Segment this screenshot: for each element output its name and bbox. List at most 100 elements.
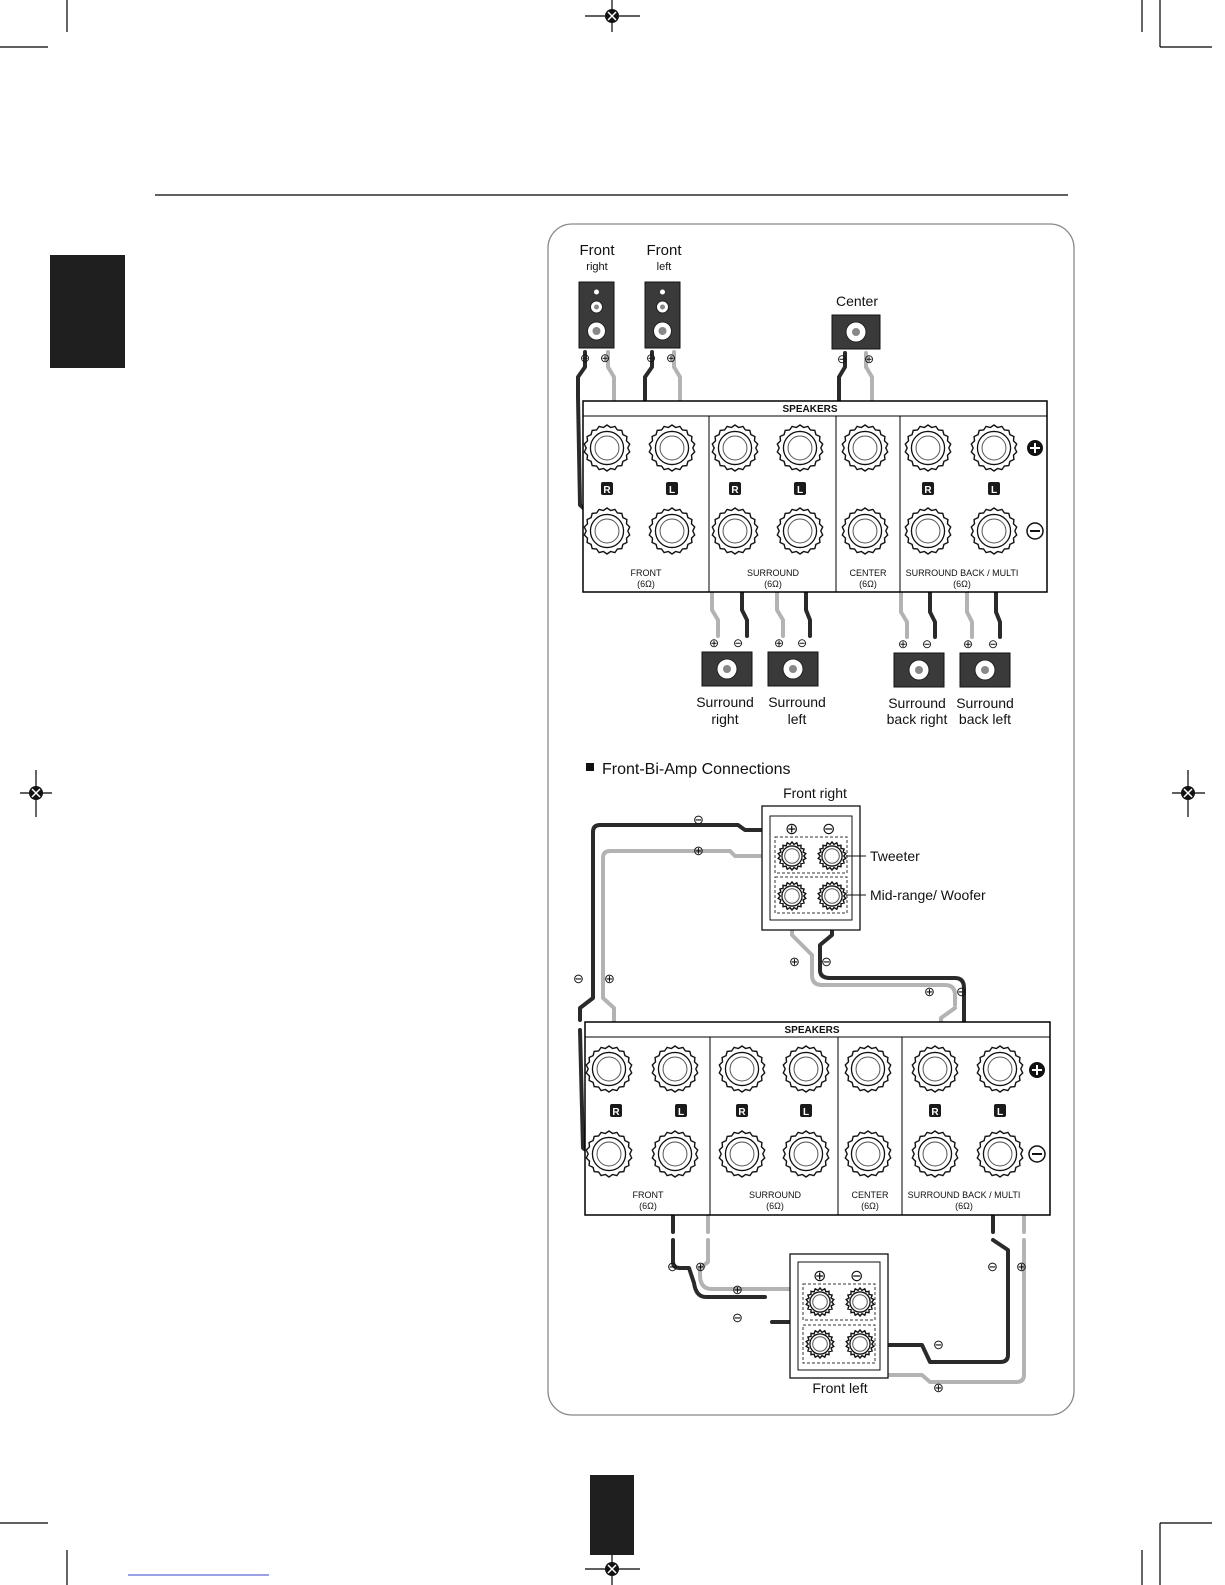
label-surround-back-right-2: back right [887, 711, 948, 727]
svg-text:⊖: ⊖ [733, 636, 743, 650]
svg-text:⊖: ⊖ [987, 1259, 998, 1274]
svg-text:⊕: ⊕ [693, 843, 704, 858]
section-label-front-bottom: FRONT [633, 1190, 664, 1200]
terminal-jack [711, 424, 759, 472]
label-surround-left-2: left [788, 711, 807, 727]
section-label-surround-bottom: SURROUND [749, 1190, 802, 1200]
terminal-jack [648, 424, 696, 472]
speaker-surround-right: ⊕⊖ [701, 636, 753, 687]
section-impedance-center-bottom: (6Ω) [861, 1201, 879, 1211]
section-bullet [586, 763, 594, 771]
terminal-jack [970, 424, 1018, 472]
terminal-jack [777, 880, 807, 912]
svg-text:L: L [678, 1107, 684, 1118]
speaker-surround-back-left: ⊕⊖ [959, 637, 1011, 688]
terminal-jack [817, 840, 847, 872]
terminal-jack [976, 1130, 1024, 1178]
channel-badge-l: L [800, 1104, 812, 1118]
bi-amp-polarity-symbols: ⊖ ⊕ ⊕ ⊖ ⊖ ⊕ ⊕ ⊖ ⊖ ⊕ ⊕ ⊖ ⊖ ⊕ ⊖ ⊕ [573, 812, 1027, 1395]
speaker-bi-amp-front-left: ⊕ ⊖ [789, 1253, 889, 1379]
terminal-jack [718, 1045, 766, 1093]
label-surround-right-1: Surround [696, 694, 754, 710]
registration-mark-icon [29, 786, 43, 800]
section-label-center-bottom: CENTER [851, 1190, 889, 1200]
registration-mark-icon [1181, 786, 1195, 800]
channel-badge-r: R [736, 1104, 748, 1118]
channel-badge-r: R [922, 482, 934, 496]
svg-text:⊕: ⊕ [785, 821, 798, 838]
speaker-front-left: ⊖ ⊕ [644, 281, 681, 365]
plus-symbol: ⊕ [600, 351, 610, 365]
terminal-jack [817, 880, 847, 912]
svg-text:⊕: ⊕ [963, 637, 973, 651]
terminal-jack [911, 1130, 959, 1178]
svg-text:⊖: ⊖ [667, 1259, 678, 1274]
svg-text:⊖: ⊖ [797, 636, 807, 650]
minus-symbol: ⊖ [837, 352, 847, 366]
svg-text:L: L [797, 485, 803, 496]
section-label-surround-back-bottom: SURROUND BACK / MULTI [908, 1190, 1021, 1200]
terminal-jack [776, 507, 824, 555]
svg-text:⊕: ⊕ [813, 1268, 826, 1285]
plus-symbol: ⊕ [864, 352, 874, 366]
channel-badge-l: L [994, 1104, 1006, 1118]
terminal-jack [841, 424, 889, 472]
svg-text:⊕: ⊕ [1016, 1259, 1027, 1274]
svg-text:R: R [738, 1107, 746, 1118]
speaker-front-right: ⊖ ⊕ [578, 281, 615, 365]
channel-badge-r: R [929, 1104, 941, 1118]
section-label-surround: SURROUND [747, 568, 800, 578]
terminal-jack [782, 1045, 830, 1093]
label-front-left-side: left [657, 261, 672, 273]
section-label-front: FRONT [631, 568, 662, 578]
minus-terminal-icon [1026, 522, 1044, 540]
svg-text:R: R [603, 485, 611, 496]
label-bi-amp-front-right: Front right [783, 785, 847, 801]
terminal-jack [718, 1130, 766, 1178]
svg-text:⊕: ⊕ [898, 637, 908, 651]
section-impedance-surround: (6Ω) [764, 579, 782, 589]
speaker-bi-amp-front-right: ⊕ ⊖ [761, 805, 861, 931]
channel-badge-l: L [794, 482, 806, 496]
label-surround-back-left-1: Surround [956, 695, 1014, 711]
section-impedance-front-bottom: (6Ω) [639, 1201, 657, 1211]
svg-text:⊕: ⊕ [933, 1380, 944, 1395]
section-tab [50, 255, 125, 368]
channel-badge-l: L [988, 482, 1000, 496]
registration-mark-icon [605, 9, 619, 23]
label-front-right: Front [579, 242, 615, 259]
section-impedance-center: (6Ω) [859, 579, 877, 589]
svg-text:⊕: ⊕ [789, 954, 800, 969]
terminal-jack [844, 1045, 892, 1093]
svg-text:R: R [612, 1107, 620, 1118]
terminal-jack [976, 1045, 1024, 1093]
plus-symbol: ⊕ [666, 351, 676, 365]
terminal-jack [776, 424, 824, 472]
section-impedance-surround-back: (6Ω) [953, 579, 971, 589]
svg-text:⊖: ⊖ [956, 984, 967, 999]
terminal-jack [651, 1045, 699, 1093]
section-label-center: CENTER [849, 568, 887, 578]
label-front-left: Front [646, 242, 682, 259]
terminal-jack [651, 1130, 699, 1178]
svg-text:⊖: ⊖ [821, 954, 832, 969]
terminal-jack [904, 507, 952, 555]
plus-terminal-icon-bottom [1029, 1062, 1045, 1078]
section-impedance-surround-back-bottom: (6Ω) [955, 1201, 973, 1211]
svg-text:R: R [931, 1107, 939, 1118]
svg-text:⊕: ⊕ [732, 1282, 743, 1297]
panel-header-bottom: SPEAKERS [784, 1025, 839, 1036]
svg-text:⊖: ⊖ [693, 812, 704, 827]
bi-amp-heading: Front-Bi-Amp Connections [602, 761, 791, 778]
svg-text:R: R [731, 485, 739, 496]
terminal-jack [648, 507, 696, 555]
label-center: Center [836, 293, 878, 309]
label-surround-back-left-2: back left [959, 711, 1011, 727]
minus-symbol: ⊖ [646, 351, 656, 365]
terminal-jack [970, 507, 1018, 555]
plus-terminal-icon [1027, 440, 1043, 456]
terminal-jack [585, 1130, 633, 1178]
svg-text:L: L [991, 485, 997, 496]
svg-text:⊖: ⊖ [822, 821, 835, 838]
